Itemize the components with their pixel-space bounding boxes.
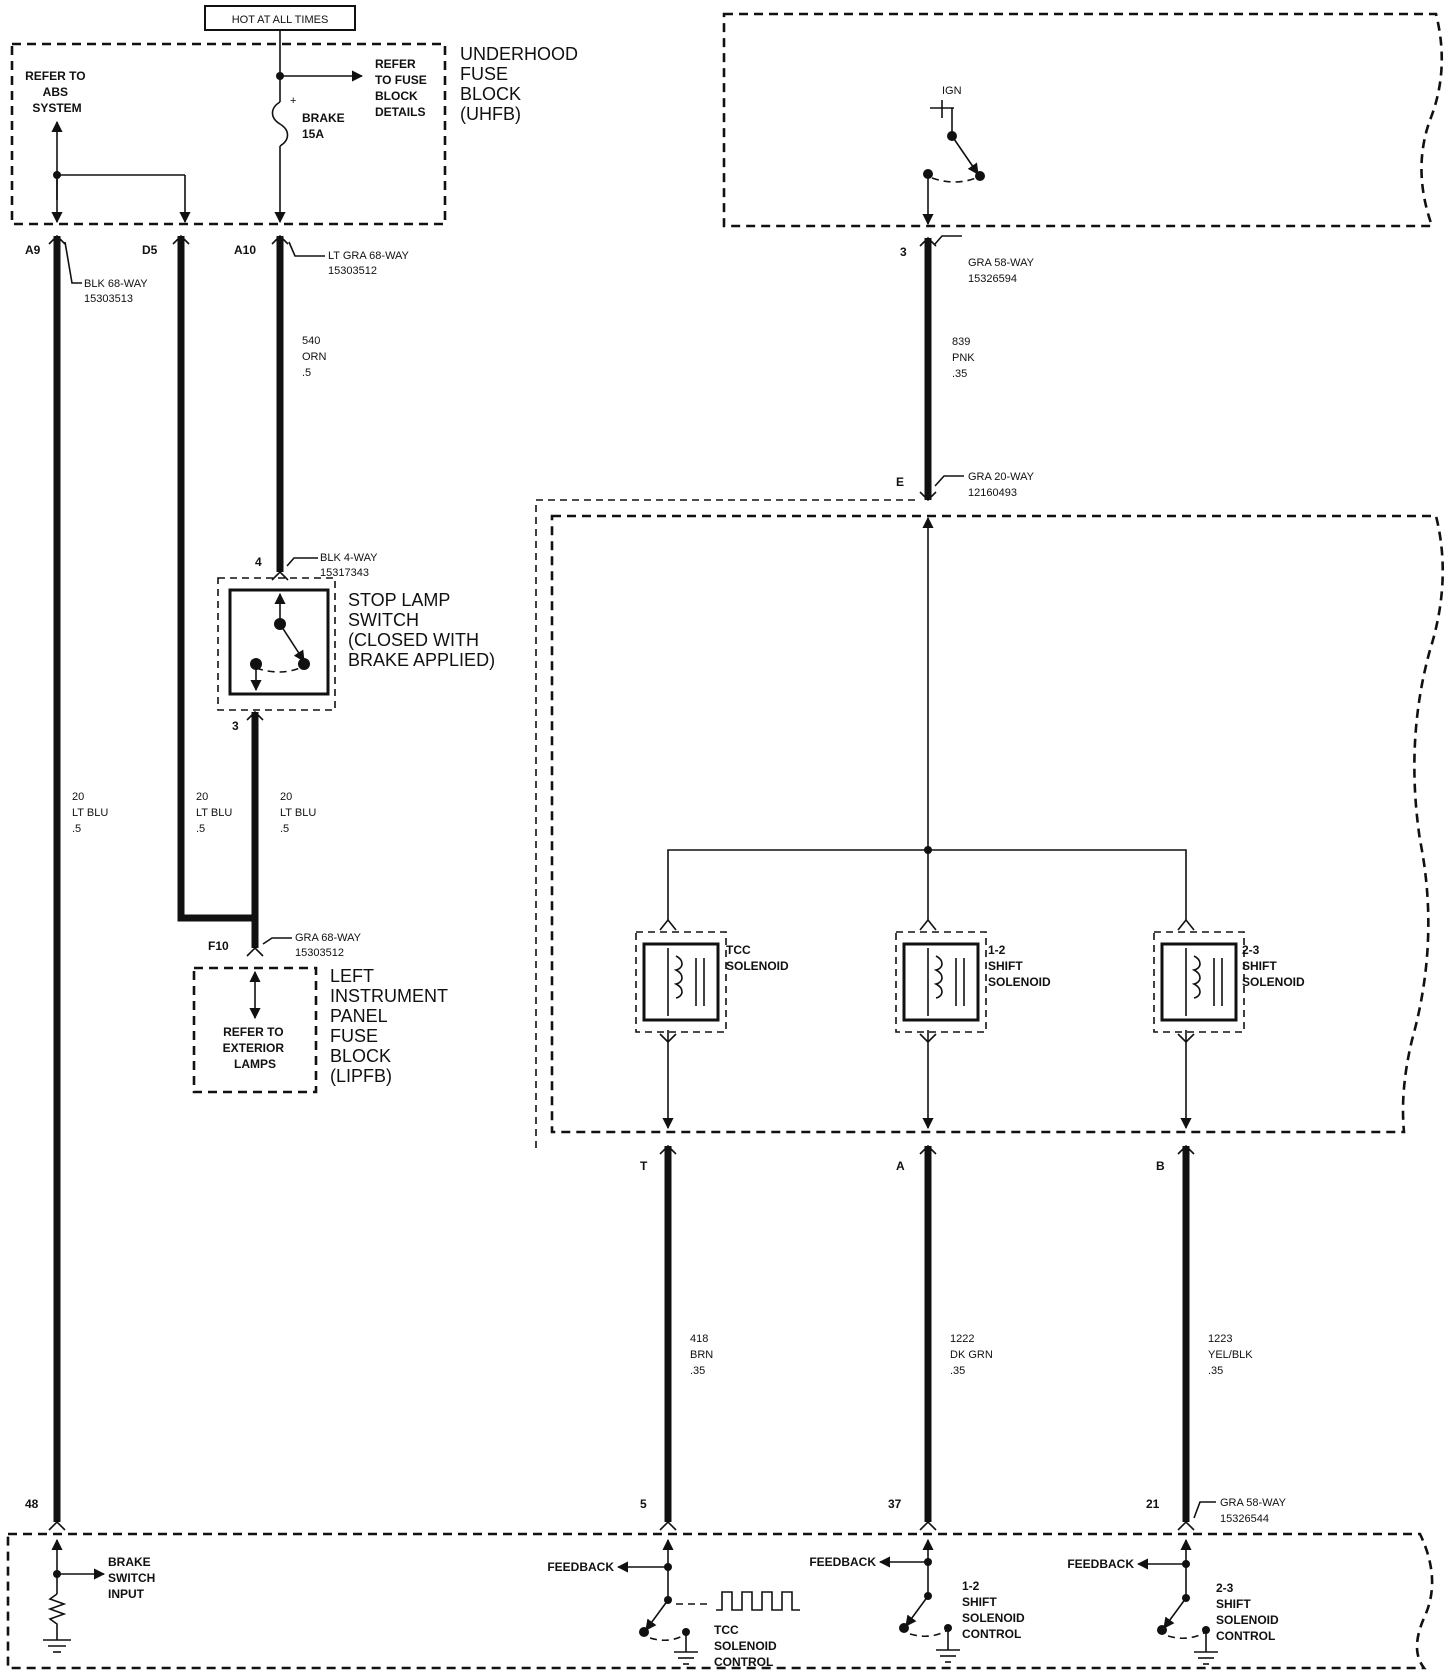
- left-instrument-panel-fuse-block: REFER TO EXTERIOR LAMPS: [192, 966, 318, 1094]
- wire-20-lt-blu-b: 20 LT BLU .5: [196, 791, 235, 835]
- refer-to-abs-label: REFER TO ABS SYSTEM: [25, 69, 89, 115]
- underhood-fuse-block: UNDERHOOD FUSE BLOCK (UHFB) REFER TO ABS…: [10, 42, 583, 226]
- wire-540-orn: 540 ORN .5: [302, 335, 330, 379]
- wire-20-lt-blu-c: 20 LT BLU .5: [280, 791, 319, 835]
- connector-gra-20-way: GRA 20-WAY 12160493: [968, 471, 1037, 499]
- wire-1222-dk-grn-label: 1222 DK GRN .35: [950, 1333, 996, 1377]
- connector-gra-68-way: GRA 68-WAY 15303512: [295, 932, 364, 959]
- feedback-label-2-3: FEEDBACK: [1067, 1557, 1134, 1571]
- brake-fuse-icon: [271, 101, 289, 147]
- pin-ign-3: 3: [900, 245, 907, 259]
- tcc-solenoid-label: TCC SOLENOID: [726, 943, 789, 973]
- stop-lamp-switch: [217, 577, 336, 711]
- pin-stop-4: 4: [255, 555, 262, 569]
- pin-37: 37: [888, 1497, 902, 1511]
- transmission-solenoid-assembly: [535, 499, 1445, 1148]
- pin-a: A: [896, 1159, 905, 1173]
- refer-to-fuse-label: REFER TO FUSE BLOCK DETAILS: [375, 57, 430, 119]
- brake-fuse-label: BRAKE 15A: [302, 111, 348, 141]
- fuse-plus: +: [290, 95, 296, 107]
- ground-icon: [674, 1651, 698, 1665]
- feedback-label-1-2: FEEDBACK: [809, 1555, 876, 1569]
- brake-switch-input-label: BRAKE SWITCH INPUT: [108, 1555, 159, 1601]
- stop-lamp-switch-label: STOP LAMP SWITCH (CLOSED WITH BRAKE APPL…: [348, 590, 495, 670]
- tcc-solenoid: [635, 918, 727, 1130]
- ground-icon: [43, 1639, 71, 1653]
- lipfb-name: LEFT INSTRUMENT PANEL FUSE BLOCK (LIPFB): [330, 966, 453, 1086]
- wire-1223-yel-blk-label: 1223 YEL/BLK .35: [1208, 1333, 1256, 1377]
- pin-e: E: [896, 475, 904, 489]
- wire-418-brn-label: 418 BRN .35: [690, 1333, 716, 1377]
- shift-solenoid-1-2-control-label: 1-2 SHIFT SOLENOID CONTROL: [962, 1579, 1028, 1641]
- shift-solenoid-2-3: [1153, 918, 1245, 1130]
- connector-blk-4-way: BLK 4-WAY 15317343: [320, 552, 380, 579]
- pin-stop-3: 3: [232, 719, 239, 733]
- pin-a9: A9: [25, 243, 41, 257]
- hot-at-all-times-box: HOT AT ALL TIMES: [204, 5, 356, 31]
- ignition-module: IGN: [722, 12, 1444, 228]
- ground-icon: [936, 1649, 960, 1663]
- shift-solenoid-1-2: [895, 918, 987, 1130]
- ign-label: IGN: [942, 85, 962, 97]
- refer-to-exterior-lamps: REFER TO EXTERIOR LAMPS: [223, 1025, 288, 1071]
- pin-f10: F10: [208, 939, 229, 953]
- pin-21: 21: [1146, 1497, 1160, 1511]
- pin-t: T: [640, 1159, 648, 1173]
- tcc-solenoid-control-label: TCC SOLENOID CONTROL: [714, 1623, 780, 1669]
- pin-d5: D5: [142, 243, 158, 257]
- connector-lt-gra-68-way: LT GRA 68-WAY 15303512: [328, 250, 412, 277]
- shift-solenoid-1-2-label: 1-2 SHIFT SOLENOID: [988, 943, 1051, 989]
- shift-solenoid-2-3-control-label: 2-3 SHIFT SOLENOID CONTROL: [1216, 1581, 1282, 1643]
- connector-blk-68-way: BLK 68-WAY 15303513: [84, 278, 150, 305]
- powertrain-control-module: BRAKE SWITCH INPUT FEEDBACK TCC SOLENOID…: [6, 1532, 1434, 1670]
- ground-icon: [1194, 1651, 1218, 1665]
- pin-b: B: [1156, 1159, 1165, 1173]
- connector-gra-58-way-top: GRA 58-WAY 15326594: [968, 257, 1037, 285]
- wire-20-lt-blu-a: 20 LT BLU .5: [72, 791, 111, 835]
- uhfb-name: UNDERHOOD FUSE BLOCK (UHFB): [460, 44, 583, 124]
- shift-solenoid-2-3-label: 2-3 SHIFT SOLENOID: [1242, 943, 1305, 989]
- feedback-label-tcc: FEEDBACK: [547, 1560, 614, 1574]
- pin-5: 5: [640, 1497, 647, 1511]
- pwm-signal-icon: [716, 1591, 800, 1611]
- resistor-icon: [47, 1593, 67, 1640]
- hot-at-all-times-label: HOT AT ALL TIMES: [232, 14, 329, 26]
- wire-839-pnk-label: 839 PNK .35: [952, 336, 978, 380]
- connector-gra-58-way-bottom: GRA 58-WAY 15326544: [1220, 1497, 1289, 1525]
- pin-48: 48: [25, 1497, 39, 1511]
- pin-a10: A10: [234, 243, 256, 257]
